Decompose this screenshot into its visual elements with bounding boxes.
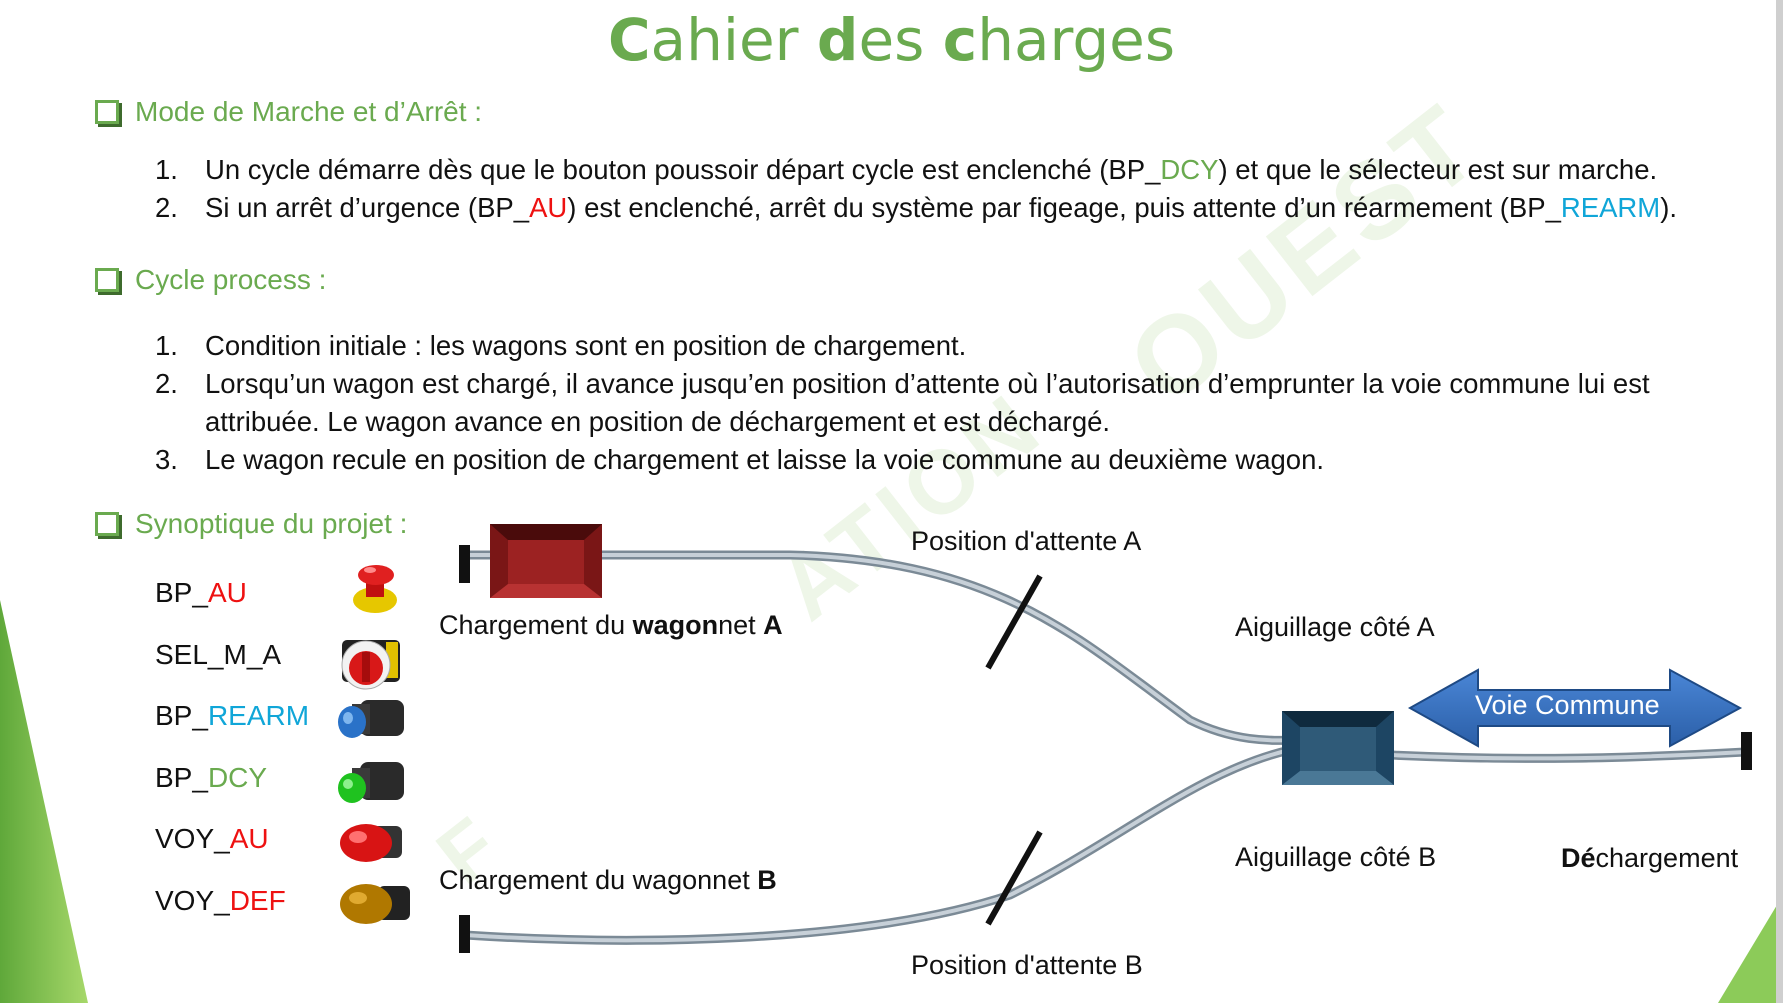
checkbox-bullet-icon [95,268,119,292]
page-title: Cahier des charges [607,6,1176,74]
list-item: 2.Lorsqu’un wagon est chargé, il avance … [155,368,1650,437]
track-b [460,745,1295,945]
track-end-stop-b [459,915,470,953]
loading-a-label: Chargement du wagonnet A [439,610,783,640]
legend-label-voy-def: VOY_DEF [155,885,286,916]
mode-list: 1. Un cycle démarre dès que le bouton po… [155,151,1765,227]
track-end-stop-unload [1741,732,1752,770]
emergency-stop-icon [353,565,397,613]
legend-label-bp-dcy: BP_DCY [155,762,268,793]
decorative-triangle-left [0,600,88,1003]
unloading-label: Déchargement [1561,843,1739,873]
checkbox-bullet-icon [95,100,119,124]
blue-pushbutton-icon [338,700,404,738]
loading-b-label: Chargement du wagonnet B [439,865,777,895]
waiting-marker-a [985,574,1043,670]
green-pushbutton-icon [338,762,404,803]
legend-label-bp-au: BP_AU [155,577,247,608]
common-track-double-arrow [1407,668,1743,748]
list-item: 1.Condition initiale : les wagons sont e… [155,330,967,361]
cycle-list: 1.Condition initiale : les wagons sont e… [155,327,1765,479]
wagon-b-icon [1282,711,1394,785]
legend-label-bp-rearm: BP_REARM [155,700,310,731]
waiting-position-b-label: Position d'attente B [911,950,1143,980]
legend-label-sel-m-a: SEL_M_A [155,639,282,670]
slide-edge [1776,0,1783,1003]
track-end-stop-a [459,545,470,583]
checkbox-bullet-icon [95,512,119,536]
track-common [1385,747,1750,763]
waiting-marker-b [985,830,1043,926]
selector-switch-icon [341,640,400,690]
legend-label-voy-au: VOY_AU [155,823,269,854]
list-item: 1. Un cycle démarre dès que le bouton po… [155,154,1658,185]
waiting-position-a-label: Position d'attente A [911,526,1142,556]
section-heading: Synoptique du projet : [95,508,407,540]
switch-side-a-label: Aiguillage côté A [1235,612,1435,642]
amber-indicator-light-icon [340,884,410,924]
decorative-triangle-right [1718,895,1783,1003]
red-indicator-light-icon [340,824,402,862]
common-track-label: Voie Commune [1475,690,1660,720]
section-heading: Mode de Marche et d’Arrêt : [95,96,482,128]
section-heading: Cycle process : [95,264,326,296]
track-a [465,550,1315,745]
list-item: 3.Le wagon recule en position de chargem… [155,444,1325,475]
wagon-a-icon [490,524,602,598]
switch-side-b-label: Aiguillage côté B [1235,842,1437,872]
list-item: 2. Si un arrêt d’urgence (BP_AU) est enc… [155,192,1677,223]
